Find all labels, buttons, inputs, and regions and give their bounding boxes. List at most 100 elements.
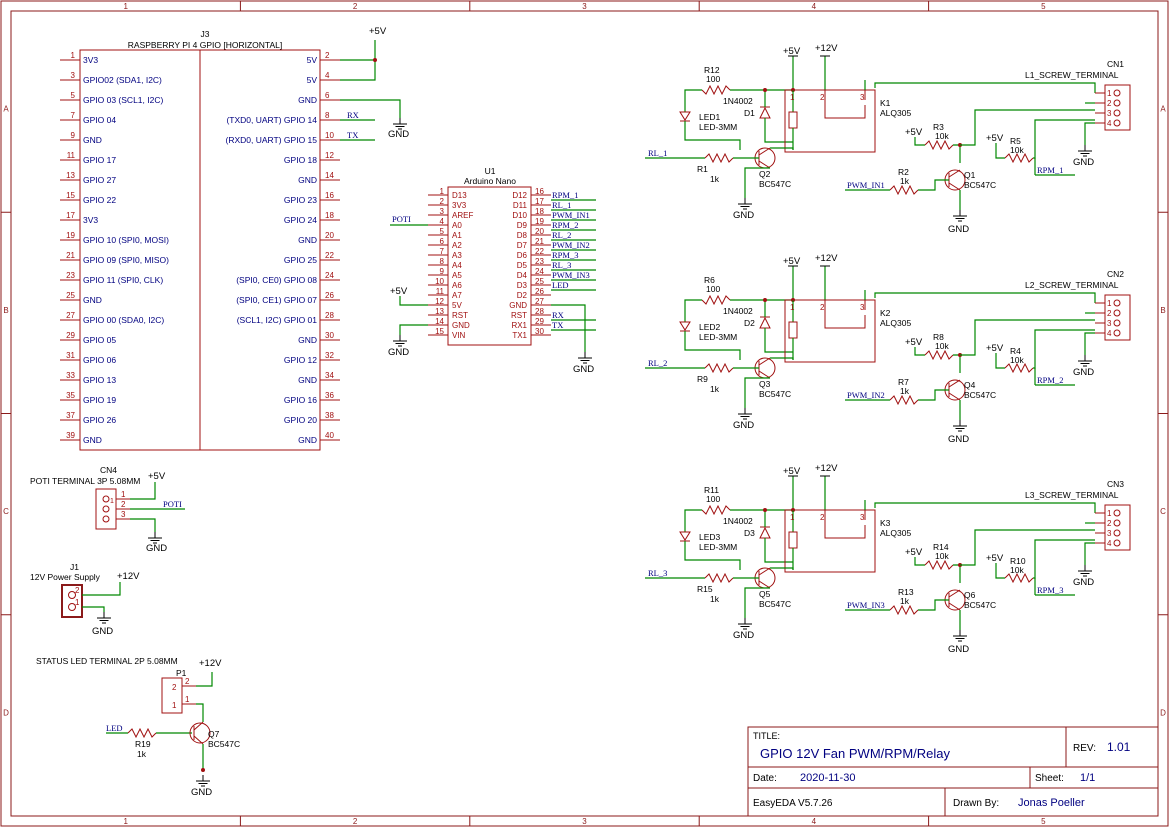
ch-rpm-net: RPM_3 (1037, 585, 1063, 595)
ch-cn-hole (1113, 109, 1121, 117)
rev-value: 1.01 (1107, 740, 1131, 754)
j3-pin-num-16: 16 (325, 191, 334, 200)
ch-pull-wire2 (953, 354, 961, 373)
j3-pin-num-24: 24 (325, 271, 334, 280)
j3-pin-label-24: (SPI0, CE0) GPIO 08 (236, 275, 317, 285)
ch-base-resistor (704, 572, 734, 584)
ch-5v-label: +5V (783, 46, 801, 57)
u1-pin-num-25: 25 (535, 277, 544, 286)
ch-cn-hole (1113, 509, 1121, 517)
ch-cn-pin-4: 4 (1107, 119, 1112, 128)
ch-pwm-resistor (889, 184, 919, 196)
u1-pin-num-14: 14 (435, 317, 444, 326)
u1-pin-label-29: RX1 (511, 321, 527, 330)
u1-pin-num-26: 26 (535, 287, 544, 296)
u1-net-rpm_3: RPM_3 (552, 250, 578, 260)
ch-pull-wire (914, 137, 925, 146)
ch-pwm-net: PWM_IN1 (847, 180, 885, 190)
ch-pull-wire2 (953, 144, 961, 163)
u1-pin-num-29: 29 (535, 317, 544, 326)
j3-pin-num-31: 31 (66, 351, 75, 360)
ch-cn-hole (1113, 119, 1121, 127)
ch-junction (763, 508, 767, 512)
ch-5v-pull: +5V (905, 127, 923, 138)
date-label: Date: (753, 773, 777, 784)
j3-pin-label-31: GPIO 06 (83, 355, 116, 365)
ch-led-return (684, 121, 741, 150)
u1-pin-label-17: D11 (513, 201, 528, 210)
ch-diode-wire2 (764, 538, 793, 563)
ch-gnd-label2: GND (948, 224, 969, 235)
ch-led-ref: LED2 (699, 322, 721, 332)
j3-pin-num-14: 14 (325, 171, 334, 180)
u1-net-rl_2: RL_2 (552, 230, 571, 240)
j3-pin-num-12: 12 (325, 151, 334, 160)
ch-cn-name: L2_SCREW_TERMINAL (1025, 280, 1119, 290)
poti-terminal: CN4 POTI TERMINAL 3P 5.08MM 1 2 3 1 +5V … (30, 465, 185, 554)
cn4-body-1: 1 (110, 498, 114, 505)
j3-pin-num-1: 1 (71, 51, 76, 60)
ch-cn-gnd (1077, 354, 1093, 367)
ch-relay-pin2: 2 (820, 303, 825, 312)
j3-pin-label-29: GPIO 05 (83, 335, 116, 345)
ch-rpm-resistor (1004, 572, 1034, 584)
j3-pin-label-9: GND (83, 135, 102, 145)
ch-cn-hole (1113, 329, 1121, 337)
ch-rl-net: RL_3 (648, 568, 667, 578)
j3-pin-num-21: 21 (66, 251, 75, 260)
u1-net-tx: TX (552, 320, 563, 330)
j3-pin-num-4: 4 (325, 71, 330, 80)
u1-pin-label-12: 5V (452, 301, 462, 310)
ch-cn-pin-2: 2 (1107, 99, 1112, 108)
ch-cn-pin-3: 3 (1107, 319, 1112, 328)
ch-cn-gnd-label: GND (1073, 157, 1094, 168)
j3-pin-num-3: 3 (71, 71, 76, 80)
u1-pin-label-10: A6 (452, 281, 462, 290)
ch-q-pwm-e (948, 392, 961, 401)
ch-led-resistor (701, 84, 731, 96)
j3-gnd-label: GND (388, 129, 409, 140)
cn4-5v: +5V (148, 471, 166, 482)
frame-col-top-3: 3 (582, 2, 587, 11)
ch-r-pwm-val: 1k (900, 386, 910, 396)
u1-pin-num-2: 2 (440, 197, 445, 206)
ch-q-relay-e (758, 160, 771, 169)
ch-pull-wire (914, 557, 925, 566)
ch-relay-val: ALQ305 (880, 528, 911, 538)
ch-r-pull-val: 10k (935, 551, 949, 561)
ch-q-pwm-val: BC547C (964, 180, 996, 190)
ch-led-resistor (701, 504, 731, 516)
j3-pin-label-10: (RXD0, UART) GPIO 15 (226, 135, 318, 145)
ch-cn-pin-2: 2 (1107, 519, 1112, 528)
j3-pin-label-32: GPIO 12 (284, 355, 317, 365)
ch-led-wire2 (684, 509, 702, 532)
j3-pin-num-18: 18 (325, 211, 334, 220)
ch-diode-name: 1N4002 (723, 306, 753, 316)
ch-q-pwm-ref: Q1 (964, 170, 976, 180)
u1-pin-label-6: A2 (452, 241, 462, 250)
j3-pin-num-30: 30 (325, 331, 334, 340)
cn4-pin-1: 1 (121, 490, 126, 499)
rev-label: REV: (1073, 743, 1096, 754)
u1-pin-num-20: 20 (535, 227, 544, 236)
u1-pin-label-23: D5 (517, 261, 528, 270)
ch-cn-gndw (1084, 542, 1095, 565)
j3-pin-num-23: 23 (66, 271, 75, 280)
ch-pull-resistor (924, 559, 954, 571)
ch-q-relay-ew (744, 167, 770, 198)
j3-pin-label-3: GPIO02 (SDA1, I2C) (83, 75, 162, 85)
ch-r-rpm-ref: R5 (1010, 136, 1021, 146)
j3-pin-num-37: 37 (66, 411, 75, 420)
ch-cn-gnd-label: GND (1073, 367, 1094, 378)
j3-pin-label-14: GND (298, 175, 317, 185)
ch-q-pwm-e (948, 602, 961, 611)
ch-5v-rpm: +5V (986, 133, 1004, 144)
ch-cn-pin-1: 1 (1107, 89, 1112, 98)
p1-led-net: LED (106, 723, 123, 733)
j3-pin-num-29: 29 (66, 331, 75, 340)
j3-pin-num-35: 35 (66, 391, 75, 400)
ch-pwm-wire2 (918, 599, 949, 611)
